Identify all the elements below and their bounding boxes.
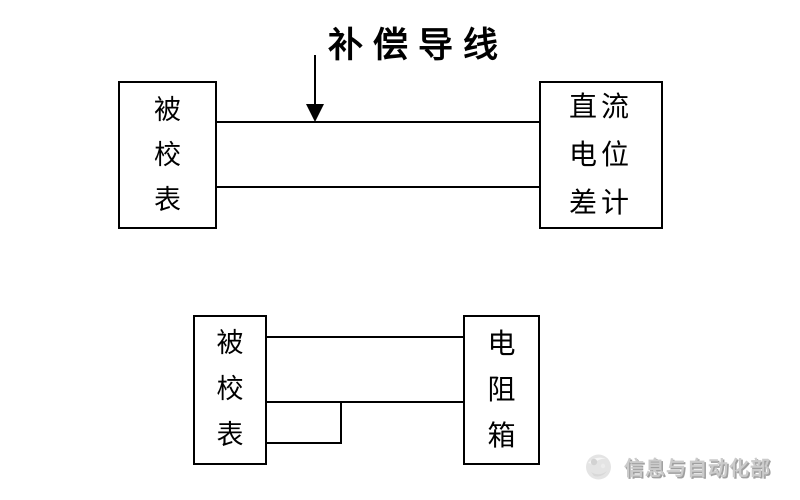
dc-potentiometer-box: 直流 电位 差计 <box>539 81 663 229</box>
meter-under-test-box-bottom: 被 校 表 <box>193 315 267 465</box>
compensation-wire-annotation: 补偿导线 <box>328 26 509 66</box>
resistance-box: 电 阻 箱 <box>463 315 540 465</box>
meter-under-test-label-top: 被 校 表 <box>154 94 181 216</box>
wire-bottom-middle <box>266 401 464 403</box>
wire-bottom-jog-vertical <box>340 401 342 444</box>
resistance-box-label: 电 阻 箱 <box>487 327 516 452</box>
down-arrow-icon <box>314 55 316 108</box>
watermark-text: 信息与自动化部 <box>624 456 771 480</box>
dc-potentiometer-label: 直流 电位 差计 <box>568 90 633 219</box>
globe-logo-icon <box>586 454 611 480</box>
meter-under-test-label-bottom: 被 校 表 <box>216 328 244 451</box>
wire-top-upper <box>216 121 540 123</box>
wire-bottom-upper <box>266 336 464 338</box>
wire-top-lower <box>216 186 540 188</box>
down-arrow-head-icon <box>306 104 324 122</box>
meter-under-test-box-top: 被 校 表 <box>118 81 217 229</box>
watermark: 信息与自动化部 <box>582 450 771 483</box>
wire-bottom-jog-horizontal <box>266 442 342 444</box>
